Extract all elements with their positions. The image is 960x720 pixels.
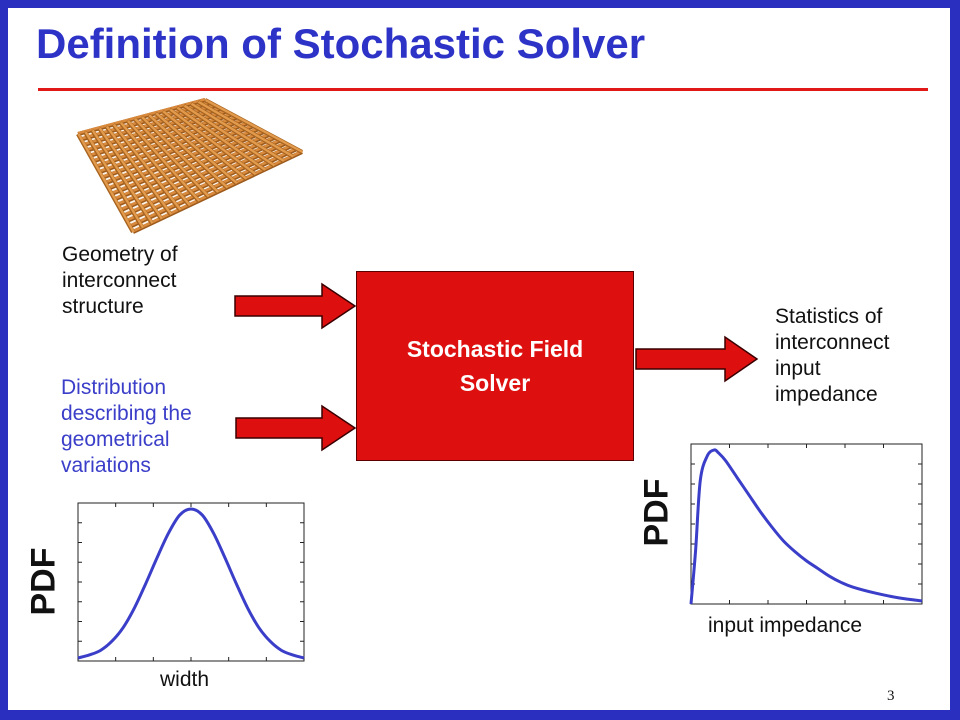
page-number: 3 bbox=[887, 688, 895, 704]
geometry-line: structure bbox=[62, 295, 144, 318]
right-plot-ylabel: PDF bbox=[637, 478, 676, 547]
right-plot-axes-box bbox=[690, 443, 923, 605]
title-underline bbox=[38, 88, 928, 91]
stochastic-field-solver-box: Stochastic Field Solver bbox=[356, 271, 634, 461]
geometry-line: interconnect bbox=[62, 269, 177, 292]
distribution-line: Distribution bbox=[61, 376, 167, 399]
solver-line: Stochastic Field bbox=[406, 336, 584, 362]
right-arrow-icon bbox=[234, 282, 357, 330]
output-line: Statistics of bbox=[775, 305, 883, 328]
output-label: Statistics of interconnect input impedan… bbox=[775, 304, 889, 408]
right-plot-xlabel: input impedance bbox=[708, 614, 863, 637]
right-arrow-icon bbox=[235, 404, 357, 452]
left-plot-ylabel: PDF bbox=[24, 547, 63, 616]
output-line: interconnect bbox=[775, 331, 890, 354]
slide-frame-right bbox=[950, 0, 960, 720]
distribution-label: Distribution describing the geometrical … bbox=[61, 375, 192, 479]
slide-frame-left bbox=[0, 0, 8, 720]
output-line: input bbox=[775, 357, 821, 380]
right-plot-pdf-curve bbox=[689, 448, 923, 605]
left-plot-xlabel: width bbox=[160, 668, 210, 691]
geometry-line: Geometry of bbox=[62, 243, 178, 266]
distribution-line: describing the bbox=[61, 402, 192, 425]
solver-line: Solver bbox=[459, 370, 531, 396]
slide-title: Definition of Stochastic Solver bbox=[36, 20, 646, 67]
left-plot-pdf-curve bbox=[77, 507, 305, 660]
slide-frame-top bbox=[0, 0, 960, 8]
output-line: impedance bbox=[775, 383, 878, 406]
distribution-line: variations bbox=[61, 454, 151, 477]
geometry-label: Geometry of interconnect structure bbox=[62, 242, 178, 320]
distribution-line: geometrical bbox=[61, 428, 170, 451]
left-plot-axes-box bbox=[77, 502, 305, 662]
slide-frame-bottom bbox=[0, 710, 960, 720]
right-arrow-icon bbox=[635, 335, 759, 383]
